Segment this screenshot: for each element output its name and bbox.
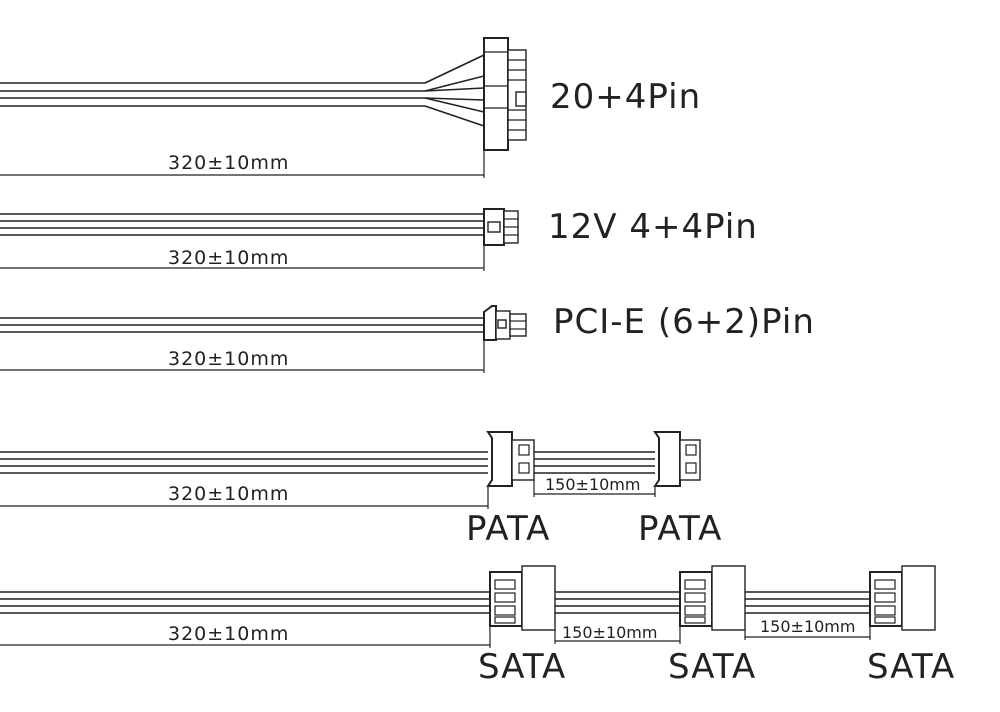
cable-sata: 320±10mm 150±10mm 150±10mm SATA SATA SAT…: [0, 565, 955, 687]
connector-label: SATA: [867, 647, 955, 687]
cable-wires: [0, 591, 870, 614]
cable-wires: [0, 317, 484, 333]
dimension-line: [0, 626, 871, 648]
cable-wires: [0, 54, 485, 127]
cable-eps-8pin: 12V 4+4Pin 320±10mm: [0, 207, 758, 271]
spacing-label: 150±10mm: [760, 617, 855, 636]
length-label: 320±10mm: [168, 348, 289, 370]
connector-label: SATA: [478, 647, 566, 687]
pcie-connector-icon: [483, 305, 527, 341]
dimension-line: [0, 340, 485, 373]
eps-connector-icon: [483, 208, 519, 246]
length-label: 320±10mm: [168, 152, 289, 174]
length-label: 320±10mm: [168, 483, 289, 505]
cable-pcie-8pin: PCI-E (6+2)Pin 320±10mm: [0, 302, 815, 373]
connector-label: PATA: [638, 509, 722, 549]
cable-pata: 320±10mm 150±10mm PATA PATA: [0, 431, 722, 549]
connector-label: PCI-E (6+2)Pin: [553, 302, 815, 342]
connector-label: 12V 4+4Pin: [548, 207, 758, 247]
dimension-line: [0, 245, 485, 271]
pata-connector-icon: [653, 431, 701, 487]
pata-connector-icon: [486, 431, 535, 487]
connector-label: PATA: [466, 509, 550, 549]
cable-atx-24pin: 20+4Pin 320±10mm: [0, 37, 701, 178]
spacing-label: 150±10mm: [545, 475, 640, 494]
atx-connector-icon: [483, 37, 527, 151]
sata-connector-icon: [869, 565, 936, 631]
dimension-line: [0, 480, 656, 509]
cable-wires: [0, 213, 484, 236]
cable-wires: [0, 451, 655, 474]
spacing-label: 150±10mm: [562, 623, 657, 642]
sata-connector-icon: [489, 565, 556, 631]
sata-connector-icon: [679, 565, 746, 631]
length-label: 320±10mm: [168, 247, 289, 269]
connector-label: SATA: [668, 647, 756, 687]
length-label: 320±10mm: [168, 623, 289, 645]
dimension-line: [0, 150, 485, 178]
connector-label: 20+4Pin: [550, 77, 701, 117]
